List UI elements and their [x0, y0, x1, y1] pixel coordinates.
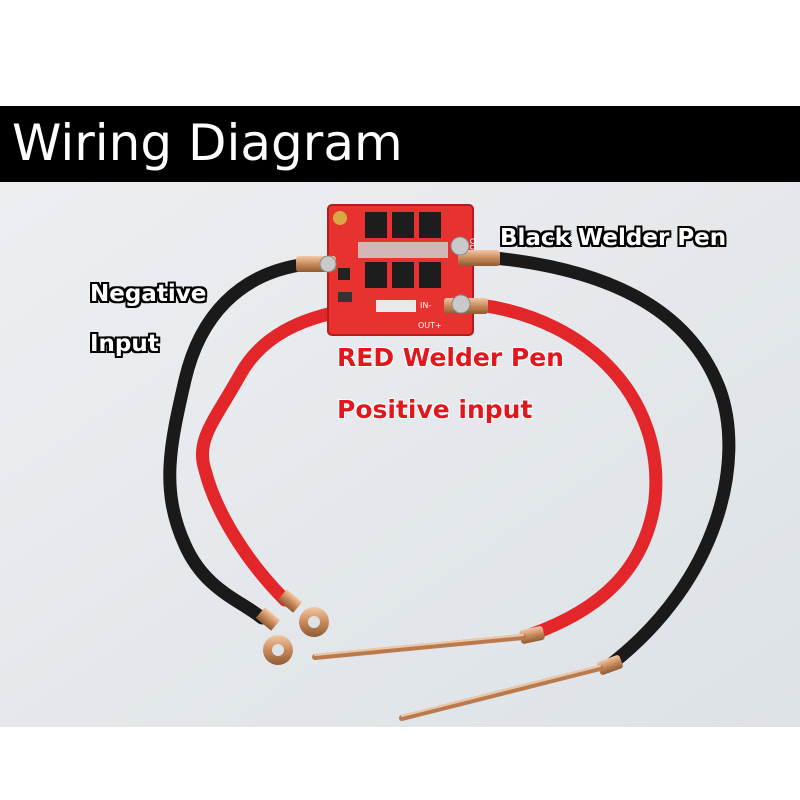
photo-bottom-border [0, 727, 800, 800]
black-wire-pen [488, 251, 736, 672]
spot-welder-board: IN- OUT+ OUT- [327, 204, 477, 336]
chip [338, 292, 352, 302]
lug-terminal-negative-input [296, 255, 337, 273]
label-positive-input: Positive input [337, 395, 533, 424]
mosfet [365, 262, 387, 288]
mosfet [392, 262, 414, 288]
black-wire-negative [163, 258, 307, 625]
copper-busbar [358, 242, 448, 258]
capacitor [333, 211, 347, 225]
label-red-welder-pen: RED Welder Pen [337, 343, 564, 372]
push-button [338, 268, 350, 280]
busbar-pad [376, 300, 416, 312]
ring-terminal-negative [255, 607, 293, 665]
page-title: Wiring Diagram [12, 114, 403, 172]
red-welder-pen-tip [312, 626, 545, 660]
label-negative: Negative [90, 281, 207, 307]
label-black-welder-pen: Black Welder Pen [500, 225, 727, 251]
mosfet [392, 212, 414, 238]
mosfet [419, 212, 441, 238]
black-welder-pen-tip [399, 655, 623, 721]
lug-terminal-black-pen [450, 236, 500, 266]
ring-terminal-positive [277, 589, 329, 637]
mosfet [419, 262, 441, 288]
red-wire-pen [473, 298, 663, 642]
board-marking-in-minus: IN- [420, 301, 431, 310]
lug-terminal-red-pen [444, 294, 488, 314]
label-input: Input [90, 331, 159, 357]
mosfet [365, 212, 387, 238]
board-marking-out-plus: OUT+ [418, 321, 442, 330]
title-banner [0, 106, 800, 182]
board-marking-out-minus: OUT- [468, 238, 477, 257]
